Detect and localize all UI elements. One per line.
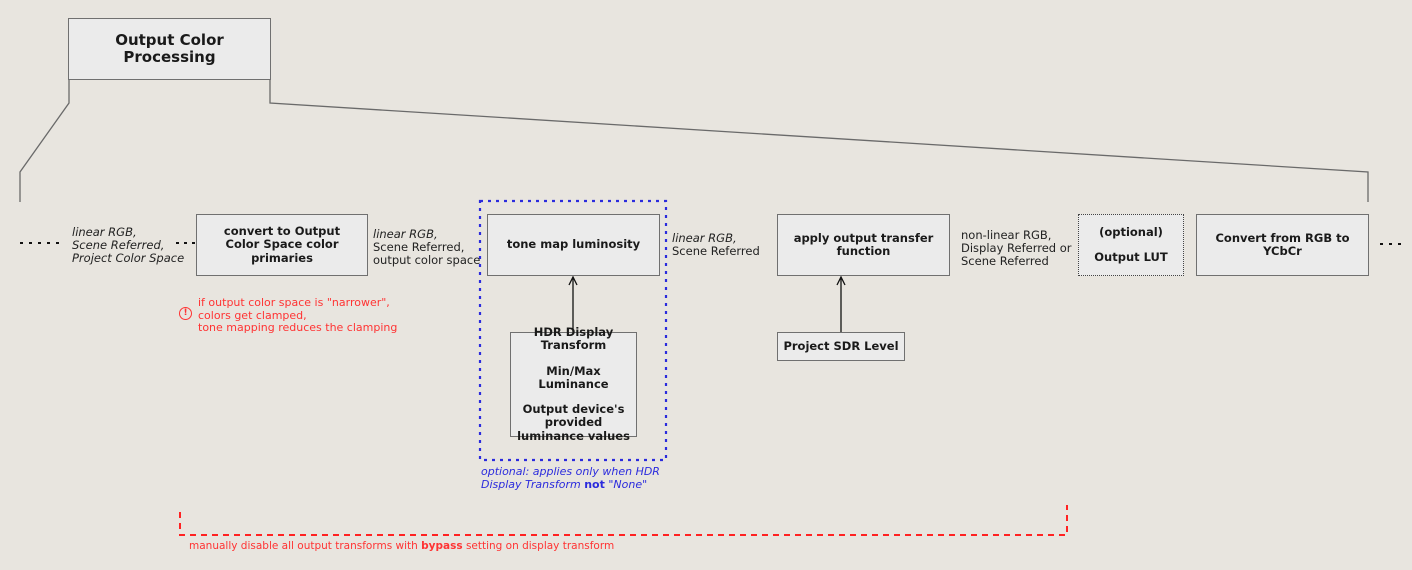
exclamation-circle-icon: ! [179,307,192,320]
edge-label-line: Project Color Space [72,251,185,266]
hdr-transform-line: HDR Display Transform [533,325,614,353]
bypass-note-bold: bypass [421,540,463,552]
edge-label-line: Scene Referred [961,254,1049,269]
optional-note: optional: applies only when HDR Display … [481,465,681,491]
node-label: Convert from RGB to YCbCr [1215,230,1350,258]
edge-label-input: linear RGB, Scene Referred, Project Colo… [72,225,185,266]
node-label: Output LUT [1094,250,1168,264]
node-hdr-display-transform: HDR Display Transform Min/Max Luminance … [510,326,637,442]
node-sdr-level: Project SDR Level [777,332,905,361]
edge-label-after-tonemap: linear RGB, Scene Referred [672,231,760,259]
edge-label-line: Display Referred or [961,241,1072,256]
warning-line: colors get clamped, [198,308,307,322]
bracket-left [19,78,70,202]
node-label: convert to Output Color Space color prim… [223,224,341,265]
node-label: apply output transfer function [793,230,934,258]
clamping-warning: if output color space is "narrower", col… [198,296,398,335]
edge-label-line: non-linear RGB, [961,228,1052,242]
bypass-bracket [179,505,1068,536]
node-output-lut: (optional) Output LUT [1078,214,1184,276]
edge-label-line: linear RGB, [72,225,137,239]
title-box: Output Color Processing [68,18,271,80]
edge-label-line: output color space [373,253,481,268]
edge-label-line: Scene Referred, [72,238,165,253]
bypass-note: manually disable all output transforms w… [189,540,614,552]
warning-line: tone mapping reduces the clamping [198,321,398,335]
bracket-right [269,78,1369,202]
page-title: Output Color Processing [115,30,224,66]
optional-note-text: "None" [604,477,648,491]
node-transfer-function: apply output transfer function [777,214,950,276]
edge-label-line: Scene Referred, [373,240,465,255]
node-label: tone map luminosity [506,237,641,252]
edge-label-line: Scene Referred [672,244,760,259]
node-ycbcr: Convert from RGB to YCbCr [1196,214,1369,276]
edge-label-after-convert: linear RGB, Scene Referred, output color… [373,227,481,268]
node-label-optional: (optional) [1099,224,1163,239]
optional-region [478,199,668,462]
hdr-transform-line: Min/Max Luminance [538,363,609,391]
bypass-note-text: manually disable all output transforms w… [189,540,422,552]
optional-note-bold: not [584,477,605,491]
edge-label-line: linear RGB, [672,231,737,245]
node-convert-primaries: convert to Output Color Space color prim… [196,214,368,276]
edge-label-after-transfer: non-linear RGB, Display Referred or Scen… [961,228,1072,269]
warning-line: if output color space is "narrower", [198,296,390,309]
bypass-note-text: setting on display transform [462,540,615,552]
edge-label-line: linear RGB, [373,227,438,241]
optional-note-text: optional: applies only when HDR Display … [481,465,660,491]
node-label: Project SDR Level [783,338,899,353]
node-tone-map: tone map luminosity [487,214,660,276]
hdr-transform-line: Output device's provided luminance value… [517,402,630,443]
